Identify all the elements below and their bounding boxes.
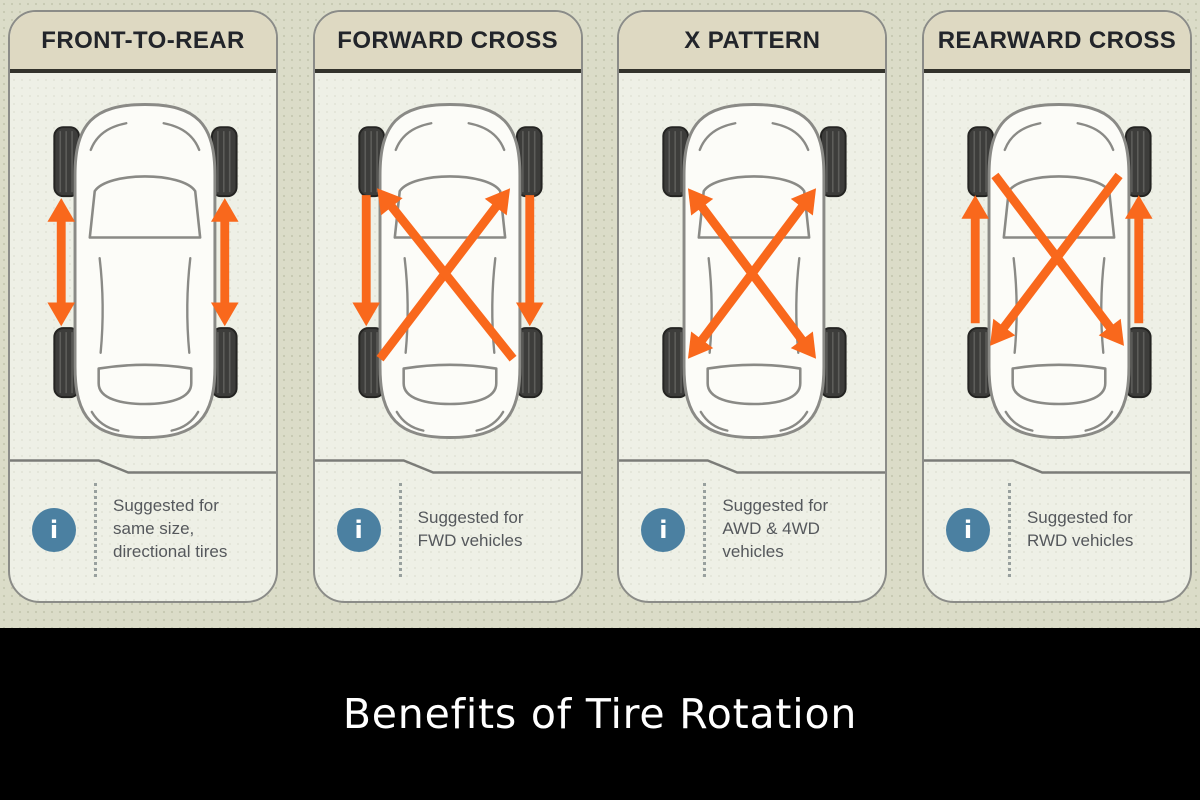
rotation-pattern-card: REARWARD CROSS bbox=[921, 10, 1192, 603]
dotted-divider bbox=[398, 482, 402, 577]
rotation-pattern-card: FRONT-TO-REAR bbox=[8, 10, 278, 603]
car-body bbox=[987, 103, 1131, 439]
info-icon: i bbox=[336, 507, 381, 552]
rotation-arrows bbox=[688, 188, 817, 359]
notch-divider bbox=[619, 459, 886, 474]
info-icon-glyph: i bbox=[963, 515, 973, 544]
info-icon: i bbox=[32, 507, 76, 552]
car-top-view-illustration bbox=[47, 103, 239, 439]
pattern-card-footer: i Suggested for RWD vehicles bbox=[924, 474, 1190, 601]
pattern-card-footer: i Suggested for same size, directional t… bbox=[10, 474, 276, 601]
notch-divider bbox=[923, 459, 1190, 474]
rotation-arrows bbox=[352, 188, 544, 362]
pattern-note: Suggested for same size, directional tir… bbox=[113, 496, 228, 561]
tires bbox=[358, 126, 543, 399]
tires bbox=[53, 126, 238, 399]
pattern-card-footer: i Suggested for AWD & 4WD vehicles bbox=[619, 474, 885, 601]
panels-row: FRONT-TO-REAR bbox=[0, 0, 1200, 628]
car-top-view-illustration bbox=[662, 103, 847, 439]
notch-divider bbox=[10, 459, 276, 474]
dotted-divider bbox=[703, 482, 707, 577]
dotted-divider bbox=[94, 482, 97, 577]
info-icon: i bbox=[945, 507, 990, 552]
caption-banner: Benefits of Tire Rotation bbox=[0, 628, 1200, 800]
car-body bbox=[73, 103, 217, 439]
page-title: Benefits of Tire Rotation bbox=[342, 690, 858, 738]
pattern-title: X PATTERN bbox=[684, 26, 821, 54]
rotation-pattern-card: FORWARD CROSS bbox=[312, 10, 583, 603]
pattern-note: Suggested for FWD vehicles bbox=[417, 507, 524, 550]
notch-divider bbox=[314, 459, 581, 474]
info-icon: i bbox=[641, 507, 686, 552]
pattern-card-header: REARWARD CROSS bbox=[923, 12, 1190, 73]
info-icon-glyph: i bbox=[49, 515, 59, 544]
info-icon-glyph: i bbox=[659, 515, 668, 544]
pattern-card-footer: i Suggested for FWD vehicles bbox=[315, 474, 581, 601]
info-icon-glyph: i bbox=[354, 515, 363, 544]
pattern-title: FRONT-TO-REAR bbox=[41, 26, 245, 54]
pattern-title: REARWARD CROSS bbox=[937, 26, 1177, 54]
car-top-view-illustration bbox=[961, 103, 1153, 439]
pattern-note: Suggested for AWD & 4WD vehicles bbox=[722, 496, 829, 561]
rotation-arrows bbox=[961, 172, 1153, 346]
rotation-pattern-card: X PATTERN bbox=[617, 10, 888, 603]
car-top-view-illustration bbox=[352, 103, 544, 439]
pattern-card-header: X PATTERN bbox=[619, 12, 886, 73]
pattern-card-header: FORWARD CROSS bbox=[314, 12, 581, 73]
pattern-title: FORWARD CROSS bbox=[337, 26, 559, 54]
pattern-card-header: FRONT-TO-REAR bbox=[10, 12, 276, 73]
rotation-arrows bbox=[47, 198, 239, 327]
dotted-divider bbox=[1007, 482, 1011, 577]
pattern-note: Suggested for RWD vehicles bbox=[1026, 507, 1134, 550]
